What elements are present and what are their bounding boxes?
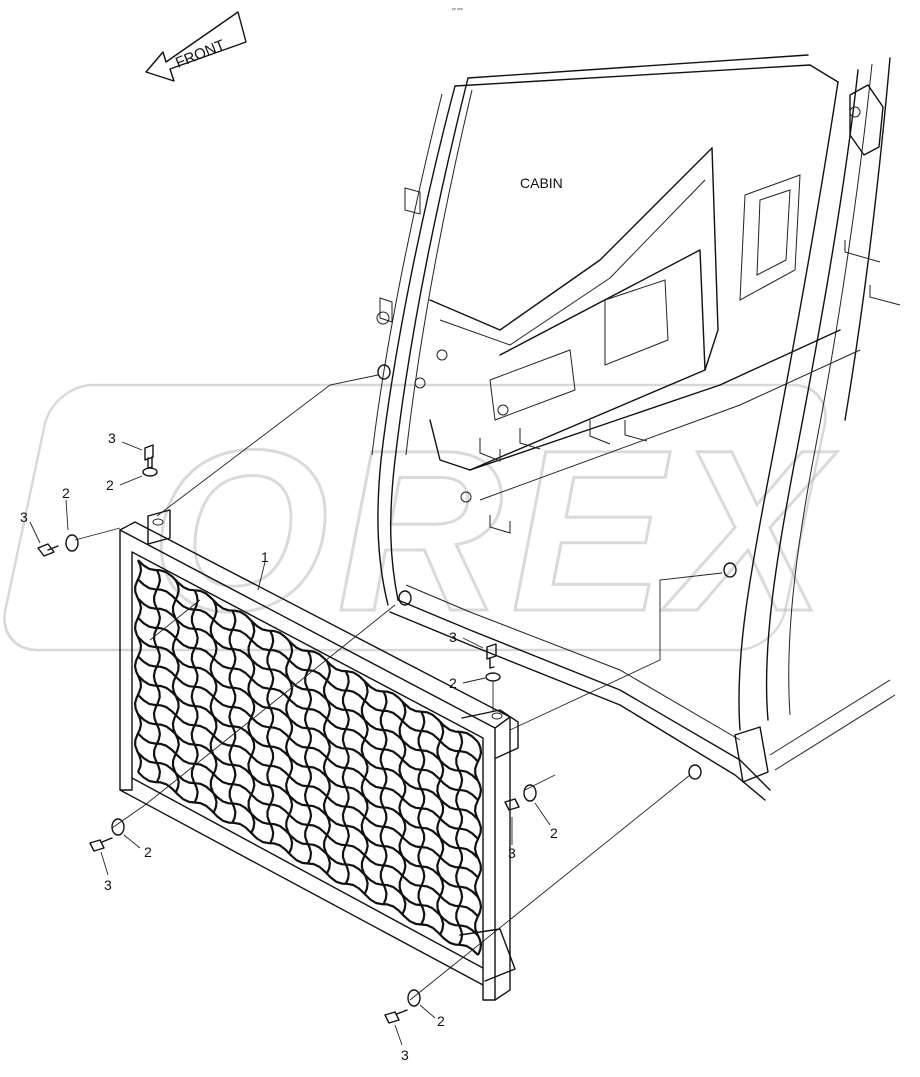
washer-left <box>65 534 79 552</box>
net-strand-vertical <box>455 731 464 946</box>
net-strand-vertical <box>303 650 313 864</box>
net-strand-horizontal <box>137 559 479 743</box>
watermark-logo: OREX <box>3 383 837 661</box>
net-strand-vertical <box>228 610 237 824</box>
safety-net-panel <box>119 509 519 1001</box>
net-strand-vertical <box>247 620 256 834</box>
net-strand-vertical <box>152 569 161 783</box>
callout-part-1: 1 <box>261 549 269 565</box>
front-direction-arrow: FRONT <box>145 11 247 82</box>
net-strand-vertical <box>133 559 143 773</box>
cabin-label: CABIN <box>520 175 563 191</box>
callout-part-3: 3 <box>20 509 28 525</box>
net-strand-vertical <box>360 680 369 895</box>
callout-part-3: 3 <box>508 845 516 861</box>
bolt-lower-left <box>89 837 113 852</box>
net-strand-vertical <box>417 711 426 925</box>
callout-part-3: 3 <box>108 430 116 446</box>
net-strand-horizontal <box>137 597 479 782</box>
callout-labels: 1 3 2 2 3 3 2 3 2 2 3 2 3 <box>20 430 558 1063</box>
net-strand-horizontal <box>137 636 479 821</box>
callout-leaders <box>29 441 551 1046</box>
front-arrow-label: FRONT <box>173 37 227 72</box>
callout-part-3: 3 <box>401 1047 409 1063</box>
net-strand-horizontal <box>137 578 479 763</box>
callout-part-2: 2 <box>106 477 114 493</box>
net-strand-vertical <box>190 589 199 803</box>
watermark-text: OREX <box>150 402 837 659</box>
net-strand-horizontal <box>137 713 479 898</box>
net-strand-vertical <box>379 690 388 905</box>
callout-part-2: 2 <box>144 844 152 860</box>
callout-part-3: 3 <box>449 629 457 645</box>
net-strand-vertical <box>209 599 218 814</box>
net-strand-vertical <box>436 721 445 936</box>
assembly-leader-lines <box>74 374 723 1001</box>
callout-part-3: 3 <box>104 877 112 893</box>
bolt-bottom <box>384 1009 408 1024</box>
bolt-left <box>37 543 59 557</box>
net-strand-vertical <box>171 579 180 793</box>
bolt-right <box>504 798 520 811</box>
net-strand-vertical <box>285 640 294 854</box>
washer-lower-left <box>111 818 125 836</box>
bolt-center-top <box>486 643 497 669</box>
callout-part-2: 2 <box>437 1013 445 1029</box>
header-mark: ᵖᵖ ᵖᵖᵖ <box>452 7 463 13</box>
washer-upper <box>142 467 158 477</box>
mounting-hardware <box>37 444 537 1024</box>
cabin-structure <box>371 54 901 801</box>
net-mesh <box>133 559 483 956</box>
net-strand-horizontal <box>137 771 479 956</box>
net-strand-vertical <box>322 660 331 875</box>
net-strand-horizontal <box>137 732 479 918</box>
washer-center-top <box>485 672 501 682</box>
net-strand-vertical <box>266 630 275 844</box>
callout-part-2: 2 <box>449 675 457 691</box>
washer-right <box>523 784 537 802</box>
callout-part-2: 2 <box>550 825 558 841</box>
callout-part-2: 2 <box>62 485 70 501</box>
net-strand-horizontal <box>137 617 479 801</box>
net-strand-horizontal <box>137 674 479 859</box>
net-strand-horizontal <box>137 694 479 879</box>
washer-bottom <box>407 989 421 1007</box>
net-strand-vertical <box>473 741 483 956</box>
net-strand-vertical <box>398 701 407 915</box>
net-strand-vertical <box>341 670 350 885</box>
net-strand-horizontal <box>137 751 479 937</box>
net-strand-horizontal <box>137 655 479 840</box>
cabin-mount-studs <box>376 311 737 780</box>
